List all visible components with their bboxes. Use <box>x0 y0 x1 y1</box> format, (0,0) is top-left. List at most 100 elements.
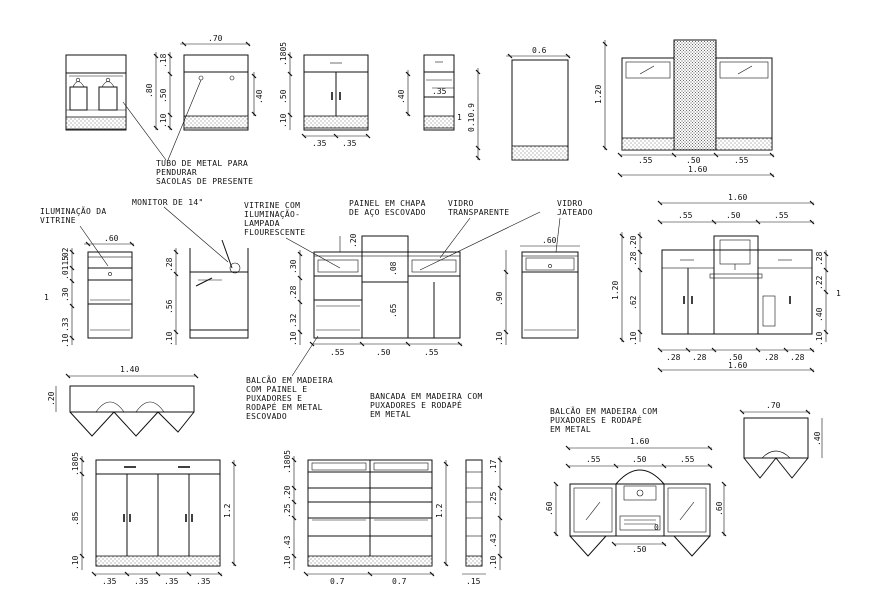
dim-17-side: .17 <box>489 459 498 474</box>
svg-text:BALCÃO EM MADEIRA COM: BALCÃO EM MADEIRA COM <box>550 406 657 416</box>
note-vidro-transparente: VIDRO TRANSPARENTE <box>439 199 509 259</box>
dim-50-c1: .50 <box>726 211 741 220</box>
svg-text:PUXADORES E: PUXADORES E <box>246 394 302 403</box>
svg-text:EM METAL: EM METAL <box>370 410 411 419</box>
display-shelf-plan: 1.40 .20 <box>47 365 199 437</box>
dim-56-s: .56 <box>165 299 174 314</box>
dim-28-p2: .28 <box>692 353 707 362</box>
dim-1-2-sh: 1.2 <box>435 503 444 518</box>
dim-55-f2: .55 <box>734 156 749 165</box>
counter-computer-front: 1.60 .55 .50 .55 .20 .28 .62 .10 1.20 .2… <box>611 193 841 373</box>
dim-20-shelf: .20 <box>47 391 56 406</box>
svg-text:BANCADA EM MADEIRA COM: BANCADA EM MADEIRA COM <box>370 392 483 401</box>
dim-70-corner: .70 <box>766 401 781 410</box>
dim-50-plan2: .50 <box>632 545 647 554</box>
dim-28-p4: .28 <box>790 353 805 362</box>
tall-panel-side: 0.6 0.10.9 1 <box>457 46 571 161</box>
dim-50-b: .50 <box>376 348 391 357</box>
cabinet-bag-display <box>65 54 127 131</box>
dim-55-c2: .55 <box>774 211 789 220</box>
note-balcao-painel: BALCÃO EM MADEIRA COM PAINEL E PUXADORES… <box>246 375 333 421</box>
cabinet-two-door-front: .1805 .50 .10 .35 .35 <box>279 42 371 148</box>
dim-28-c2: .28 <box>815 251 824 266</box>
dim-60-v: .60 <box>104 234 119 243</box>
dim-60-plan1: .60 <box>545 501 554 516</box>
dim-10-sh: .10 <box>283 555 292 570</box>
dim-0-6: 0.6 <box>532 46 547 55</box>
svg-text:TUBO DE METAL PARA: TUBO DE METAL PARA <box>156 159 248 168</box>
dim-10-4d: .10 <box>71 555 80 570</box>
dim-10: .10 <box>159 113 168 128</box>
dim-18: .18 <box>159 53 168 68</box>
vitrine-section-monitor: .28 .56 .10 <box>165 239 249 346</box>
dim-10-c1: .10 <box>629 331 638 346</box>
svg-text:PUXADORES E RODAPÉ: PUXADORES E RODAPÉ <box>370 399 462 410</box>
dim-28-b: .28 <box>289 285 298 300</box>
dim-1-20-c1: 1.20 <box>611 281 620 300</box>
svg-text:RODAPÉ EM METAL: RODAPÉ EM METAL <box>246 401 323 412</box>
dim-55-c1: .55 <box>678 211 693 220</box>
dim-1805-sh: .1805 <box>283 450 292 474</box>
dim-85-4d: .85 <box>71 511 80 526</box>
dim-20-sh: .20 <box>283 485 292 500</box>
dim-33-v: .33 <box>61 317 70 332</box>
dim-40: .40 <box>255 89 264 104</box>
svg-text:LAMPADA: LAMPADA <box>244 219 280 228</box>
svg-text:FLOURESCENTE: FLOURESCENTE <box>244 228 305 237</box>
dim-55-b2: .55 <box>424 348 439 357</box>
svg-text:COM PAINEL E: COM PAINEL E <box>246 385 307 394</box>
svg-text:VIDRO: VIDRO <box>448 199 474 208</box>
note-bancada: BANCADA EM MADEIRA COM PUXADORES E RODAP… <box>370 392 483 419</box>
dim-50: .50 <box>159 88 168 103</box>
dim-50-plan: .50 <box>632 455 647 464</box>
dim-0-7-b: 0.7 <box>392 577 407 586</box>
dim-1-60-c1: 1.60 <box>728 193 747 202</box>
dim-60-plan2: .60 <box>715 501 724 516</box>
dim-28-p1: .28 <box>666 353 681 362</box>
note-monitor: MONITOR DE 14" <box>132 198 204 207</box>
dim-30-b: .30 <box>289 259 298 274</box>
dim-35-4d2: .35 <box>134 577 149 586</box>
shelving-side: .17 .25 .43 .10 .15 <box>462 456 503 586</box>
dim-50-c: .50 <box>279 89 288 104</box>
dim-62-c1: .62 <box>629 295 638 310</box>
cabinet-four-door: .1805 .85 .10 1.2 .35 .35 .35 .35 <box>71 452 237 586</box>
dim-10-side: .10 <box>489 555 498 570</box>
dim-10-v: .10 <box>61 333 70 348</box>
dim-08-b: .08 <box>389 261 398 276</box>
dim-1-60-plan: 1.60 <box>630 437 649 446</box>
dim-15-side: .15 <box>466 577 481 586</box>
dim-55-plan2: .55 <box>680 455 695 464</box>
vitrine-right: .60 .90 .10 <box>495 236 580 346</box>
dim-10-c2: .10 <box>815 331 824 346</box>
counter-computer-plan: 0 1.60 .55 .50 .55 .60 .60 .50 <box>545 437 727 557</box>
svg-text:PENDURAR: PENDURAR <box>156 168 197 177</box>
cabinet-side-view: .70 .18 .50 .10 .80 .40 <box>122 34 264 161</box>
dim-1-e: 1 <box>457 113 462 122</box>
note-vidro-jateado: VIDRO JATEADO <box>555 199 593 253</box>
dim-1-40: 1.40 <box>120 365 139 374</box>
dim-02-v: .02 <box>61 247 70 262</box>
dim-10-r: .10 <box>495 331 504 346</box>
dim-43-sh: .43 <box>283 535 292 550</box>
note-iluminacao: ILUMINAÇÃO DA VITRINE <box>40 206 109 267</box>
svg-text:VITRINE: VITRINE <box>40 216 76 225</box>
dim-35-d: .35 <box>432 87 447 96</box>
svg-text:EM METAL: EM METAL <box>550 425 591 434</box>
cabinet-narrow-unit: .35 .40 <box>397 54 455 131</box>
dim-1-60-c2: 1.60 <box>728 361 747 370</box>
dim-40-d: .40 <box>397 89 406 104</box>
dim-90-r: .90 <box>495 291 504 306</box>
dim-1805-4d: .1805 <box>71 452 80 476</box>
dim-28-s: .28 <box>165 257 174 272</box>
vitrine-front: .60 .02 .0115 .30 .33 .10 1 <box>44 234 135 348</box>
mouse-label: 0 <box>654 523 659 532</box>
svg-text:ILUMINAÇÃO DA: ILUMINAÇÃO DA <box>40 206 107 216</box>
dim-35-4d3: .35 <box>164 577 179 586</box>
dim-35-b: .35 <box>342 139 357 148</box>
dim-1-v: 1 <box>44 293 49 302</box>
dim-1-20-f: 1.20 <box>594 85 603 104</box>
counter-central-column: 1.20 .55 .50 .55 1.60 <box>594 39 775 178</box>
svg-text:ILUMINAÇÃO-: ILUMINAÇÃO- <box>244 209 300 219</box>
dim-0-7-a: 0.7 <box>330 577 345 586</box>
